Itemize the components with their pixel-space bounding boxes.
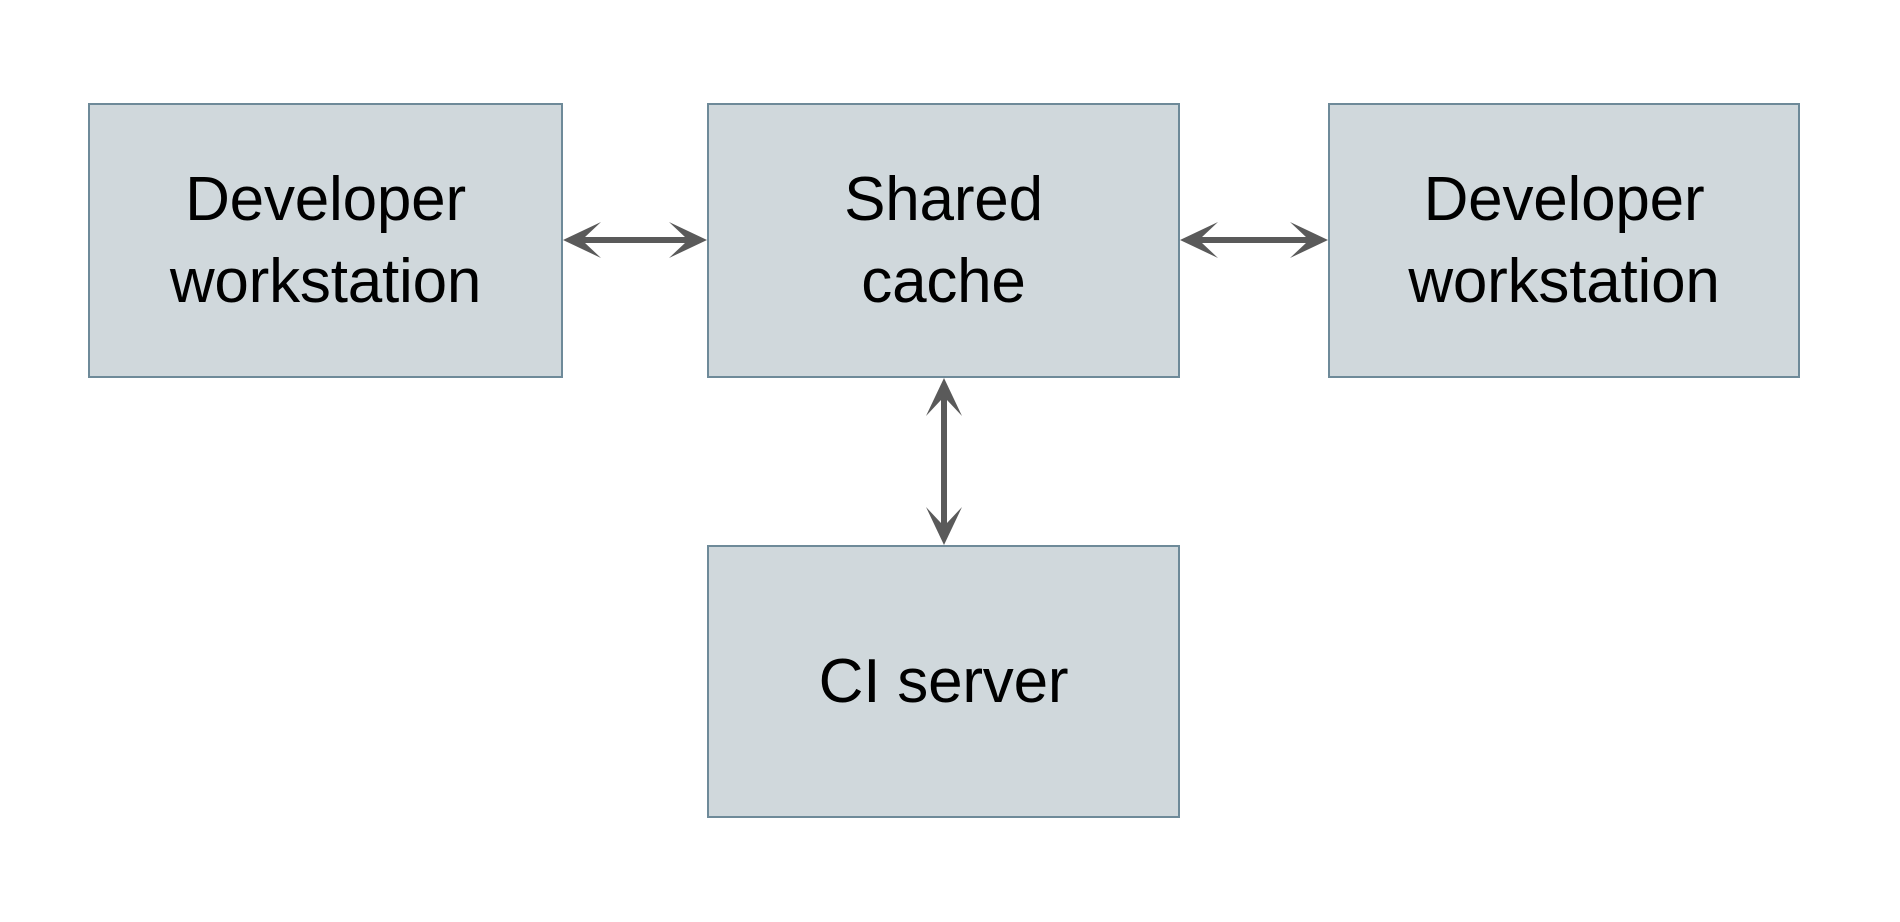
node-label: Shared cache [844, 164, 1043, 316]
node-developer-workstation-left[interactable]: Developer workstation [88, 103, 563, 378]
node-label: Developer workstation [169, 164, 482, 316]
connector-shared-cache-to-ci-server [926, 378, 962, 545]
connector-shared-cache-to-right-workstation [1180, 222, 1328, 258]
node-shared-cache[interactable]: Shared cache [707, 103, 1180, 378]
node-developer-workstation-right[interactable]: Developer workstation [1328, 103, 1800, 378]
node-label: CI server [818, 646, 1069, 716]
connector-left-workstation-to-shared-cache [563, 222, 707, 258]
node-label: Developer workstation [1408, 164, 1720, 316]
node-ci-server[interactable]: CI server [707, 545, 1180, 818]
